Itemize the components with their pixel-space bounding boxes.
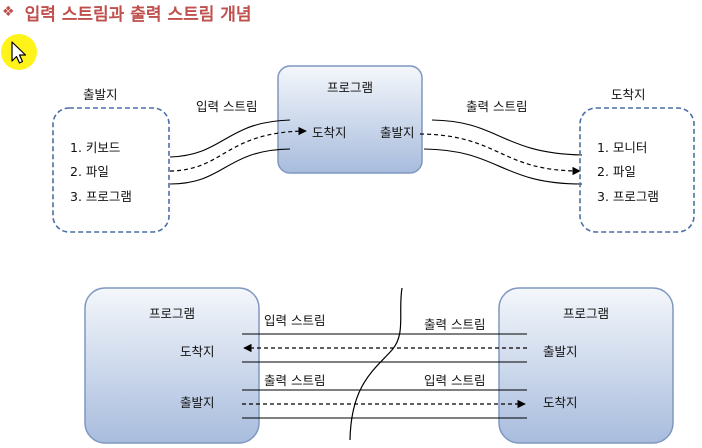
right-depart-label: 출발지 xyxy=(543,344,578,359)
page-title-text: 입력 스트림과 출력 스트림 개념 xyxy=(24,4,252,25)
left-arrive-label: 도착지 xyxy=(180,344,215,359)
destination-item: 3. 프로그램 xyxy=(597,189,659,204)
right-arrive-label: 도착지 xyxy=(543,395,578,410)
row2-right-label: 입력 스트림 xyxy=(424,373,485,388)
stream-row-1: 입력 스트림 출력 스트림 xyxy=(242,313,527,363)
output-stream-label: 출력 스트림 xyxy=(466,99,527,114)
program-arrive-label: 도착지 xyxy=(312,125,347,140)
page-title: ❖ 입력 스트림과 출력 스트림 개념 xyxy=(0,0,252,25)
separator-curve xyxy=(349,287,403,441)
destination-item: 2. 파일 xyxy=(597,164,636,179)
source-dashed-box xyxy=(52,107,170,233)
program-title: 프로그램 xyxy=(327,80,373,95)
destination-panel: 도착지 1. 모니터 2. 파일 3. 프로그램 xyxy=(579,87,695,233)
program-box-left: 프로그램 도착지 출발지 xyxy=(84,287,260,444)
row2-left-label: 출력 스트림 xyxy=(264,373,325,388)
row1-left-label: 입력 스트림 xyxy=(264,313,325,328)
program-depart-label: 출발지 xyxy=(380,125,415,140)
source-panel: 출발지 1. 키보드 2. 파일 3. 프로그램 xyxy=(52,87,170,233)
program-box-top: 프로그램 도착지 출발지 xyxy=(277,65,423,174)
source-item: 1. 키보드 xyxy=(70,140,120,155)
source-item: 3. 프로그램 xyxy=(70,189,132,204)
input-stream-top: 입력 스트림 xyxy=(169,99,307,185)
diamond-bullet-icon: ❖ xyxy=(2,4,15,20)
left-program-title: 프로그램 xyxy=(149,306,195,321)
row1-right-label: 출력 스트림 xyxy=(424,317,485,332)
stream-row-2: 출력 스트림 입력 스트림 xyxy=(242,373,527,419)
output-stream-arrow xyxy=(419,133,581,176)
source-heading: 출발지 xyxy=(83,87,118,102)
output-stream-top: 출력 스트림 xyxy=(419,99,583,185)
input-stream-arrow xyxy=(169,126,307,172)
right-program-title: 프로그램 xyxy=(563,306,609,321)
destination-heading: 도착지 xyxy=(611,87,646,102)
source-item: 2. 파일 xyxy=(70,164,109,179)
mouse-pointer-icon xyxy=(1,34,37,70)
input-stream-label: 입력 스트림 xyxy=(196,99,257,114)
program-box-right: 프로그램 출발지 도착지 xyxy=(498,287,674,444)
destination-item: 1. 모니터 xyxy=(597,140,647,155)
left-depart-label: 출발지 xyxy=(180,395,215,410)
destination-dashed-box xyxy=(579,107,695,233)
